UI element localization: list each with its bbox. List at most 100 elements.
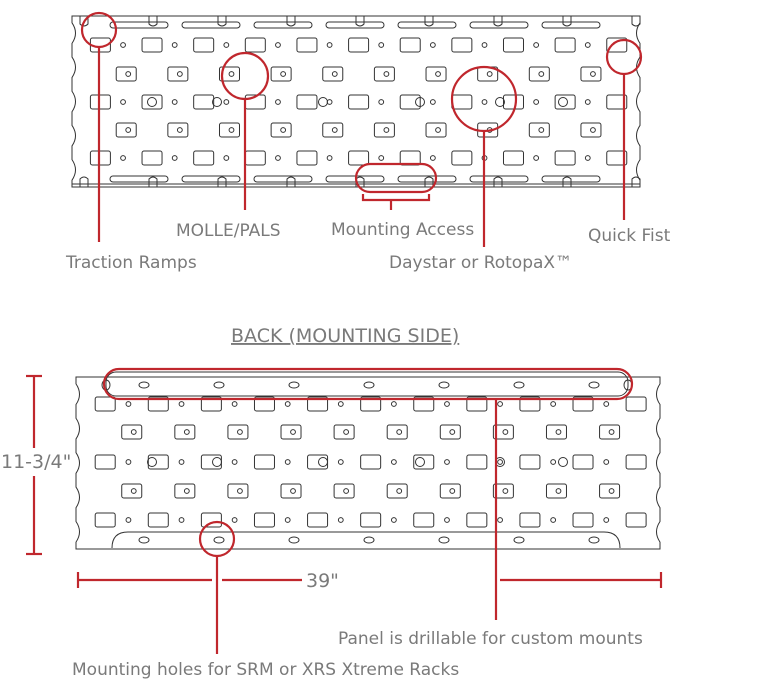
back-mounting-channel bbox=[105, 371, 629, 397]
bolt-hole bbox=[176, 71, 183, 77]
mounting-access-bracket bbox=[361, 194, 431, 210]
back-panel-drawing bbox=[75, 371, 661, 550]
molle-slot bbox=[348, 150, 370, 166]
molle-slot bbox=[253, 512, 275, 528]
molle-slot bbox=[425, 66, 447, 82]
bolt-hole bbox=[228, 71, 235, 77]
traction-ramp-slot bbox=[397, 175, 457, 183]
bolt-hole bbox=[390, 401, 397, 407]
traction-ramp-slot bbox=[109, 21, 169, 29]
bolt-hole bbox=[130, 488, 137, 494]
bolt-hole bbox=[444, 517, 450, 523]
molle-slot bbox=[413, 396, 435, 412]
accessory-hole bbox=[558, 97, 568, 107]
bolt-hole bbox=[435, 71, 441, 77]
bolt-hole bbox=[444, 401, 450, 407]
molle-slot bbox=[121, 424, 143, 440]
bolt-hole bbox=[555, 429, 562, 435]
bolt-hole bbox=[223, 99, 230, 105]
bolt-hole bbox=[584, 99, 591, 105]
bolt-hole bbox=[223, 155, 230, 161]
bolt-hole bbox=[171, 42, 178, 48]
molle-slot bbox=[360, 454, 382, 470]
bolt-hole bbox=[429, 99, 436, 105]
molle-slot bbox=[89, 94, 111, 110]
molle-slot bbox=[528, 66, 550, 82]
bolt-hole bbox=[608, 429, 615, 435]
molle-slot bbox=[200, 512, 222, 528]
traction-ramps-label: Traction Ramps bbox=[65, 253, 197, 273]
bolt-hole bbox=[337, 459, 344, 465]
mounting-slot bbox=[513, 536, 525, 544]
bolt-hole bbox=[608, 488, 615, 494]
molle-slot bbox=[451, 150, 473, 166]
edge-tab bbox=[562, 176, 572, 187]
bolt-hole bbox=[231, 401, 238, 407]
molle-slot bbox=[519, 396, 541, 412]
accessory-hole bbox=[318, 457, 328, 467]
back-section-title: BACK (MOUNTING SIDE) bbox=[231, 325, 459, 347]
molle-slot bbox=[373, 122, 395, 138]
bolt-hole bbox=[130, 429, 137, 435]
traction-ramp-slot bbox=[325, 175, 385, 183]
accessory-hole bbox=[318, 97, 328, 107]
bolt-hole bbox=[603, 459, 610, 465]
bolt-hole bbox=[590, 127, 596, 133]
bolt-hole bbox=[343, 429, 350, 435]
traction-ramp-slot bbox=[397, 21, 457, 29]
bolt-hole bbox=[284, 401, 291, 407]
bolt-hole bbox=[533, 42, 540, 48]
edge-tab bbox=[148, 16, 158, 27]
molle-slot bbox=[89, 150, 111, 166]
bolt-hole bbox=[378, 155, 385, 161]
mounting-slot bbox=[438, 381, 450, 389]
bolt-hole bbox=[125, 517, 132, 523]
bolt-hole bbox=[120, 42, 126, 48]
molle-slot bbox=[270, 66, 292, 82]
molle-slot bbox=[174, 483, 196, 499]
molle-slot bbox=[94, 454, 116, 470]
bolt-hole bbox=[178, 459, 185, 465]
molle-slot bbox=[572, 396, 594, 412]
bolt-hole bbox=[326, 155, 333, 161]
bolt-hole bbox=[280, 71, 287, 77]
bolt-hole bbox=[502, 429, 509, 435]
dimension-lines bbox=[26, 374, 663, 588]
molle-slot bbox=[193, 37, 215, 53]
molle-slot bbox=[227, 424, 249, 440]
edge-tab bbox=[562, 16, 572, 27]
edge-tab bbox=[493, 176, 503, 187]
bolt-hole bbox=[550, 401, 557, 407]
bolt-hole bbox=[383, 127, 390, 133]
molle-slot bbox=[572, 512, 594, 528]
bolt-hole bbox=[331, 71, 338, 77]
molle-slot bbox=[296, 150, 318, 166]
mounting-slot bbox=[288, 381, 300, 389]
molle-slot bbox=[141, 37, 163, 53]
edge-tab bbox=[355, 16, 365, 27]
mounting-slot bbox=[588, 381, 600, 389]
molle-slot bbox=[466, 396, 488, 412]
traction-ramp-slot bbox=[181, 175, 241, 183]
molle-slot bbox=[580, 66, 602, 82]
edge-tab bbox=[79, 176, 89, 187]
traction-ramps-callout bbox=[80, 11, 118, 49]
molle-slot bbox=[307, 396, 329, 412]
molle-slot bbox=[121, 483, 143, 499]
mounting-slot bbox=[138, 536, 150, 544]
molle-slot bbox=[502, 150, 524, 166]
daystar-rotopax-label: Daystar or RotopaX™ bbox=[389, 253, 572, 273]
daystar-rotopax-callout bbox=[450, 65, 518, 133]
molle-slot bbox=[115, 66, 137, 82]
bolt-hole bbox=[481, 99, 488, 105]
back-panel-outline bbox=[75, 376, 661, 550]
bolt-hole bbox=[275, 155, 281, 161]
bolt-hole bbox=[486, 71, 493, 77]
accessory-hole bbox=[212, 457, 222, 467]
molle-slot bbox=[606, 94, 628, 110]
molle-slot bbox=[200, 454, 222, 470]
molle-slot bbox=[147, 396, 169, 412]
molle-slot bbox=[167, 122, 189, 138]
bolt-hole bbox=[223, 42, 230, 48]
